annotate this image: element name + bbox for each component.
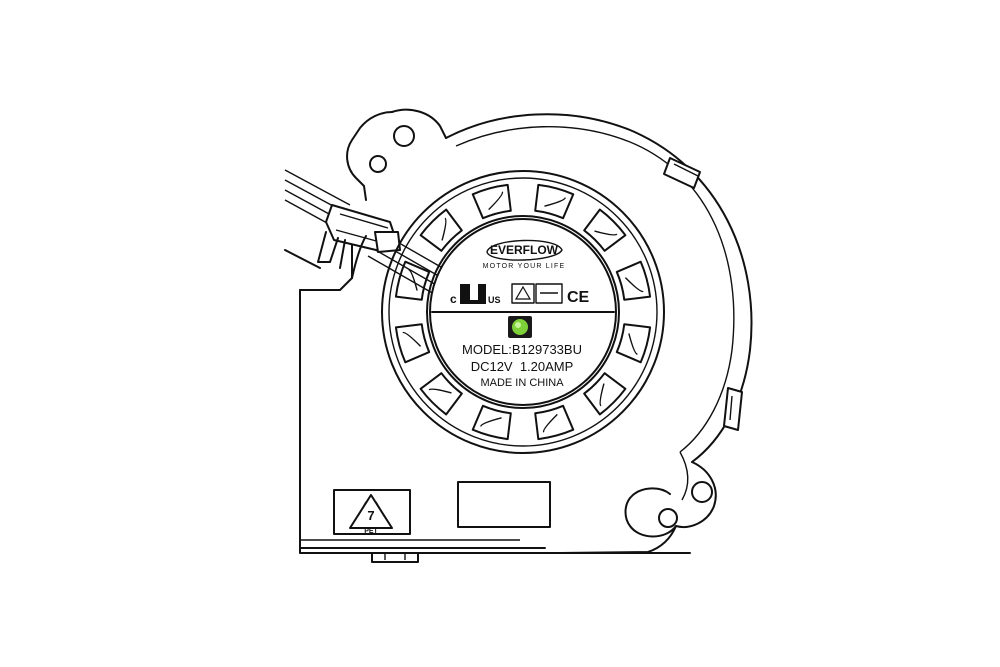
recycle-material: PET [364,528,378,535]
model-number: MODEL:B129733BU [462,342,582,357]
impeller-blade [599,383,605,407]
impeller-blade [480,417,502,427]
ce-mark: CE [567,289,590,306]
impeller-blade [628,333,638,355]
vent-slot [394,323,431,364]
ul-c-mark: c [450,292,457,306]
impeller-blade [441,217,447,241]
impeller-blade [428,388,452,394]
country-of-origin: MADE IN CHINA [480,377,564,389]
brand-tagline: MOTOR YOUR LIFE [483,263,566,270]
vent-slot [394,260,431,301]
vent-slot [471,183,512,220]
brand-name: EVERFLOW [490,243,559,257]
impeller-blade [624,277,644,293]
ul-mark-icon [460,284,486,304]
warning-triangle-icon [514,285,532,300]
motor-label: EVERFLOW MOTOR YOUR LIFE c US CE MODEL:B… [429,218,617,406]
vent-slot [534,404,575,441]
vent-slot [583,372,627,416]
power-rating: DC12V 1.20AMP [471,359,574,374]
vent-slot [615,323,652,364]
status-led [508,316,532,338]
ul-us-mark: US [488,295,501,305]
impeller-blade [408,269,418,291]
vent-slot [471,404,512,441]
impeller-blade [402,331,422,347]
vent-slot [419,372,463,416]
impeller-blade [594,230,618,236]
recycle-number: 7 [367,508,374,523]
vent-slot [615,260,652,301]
everflow-logo: EVERFLOW MOTOR YOUR LIFE [483,239,566,270]
vent-slot [419,208,463,252]
vent-slot [534,183,575,220]
recycling-symbol: 7 PET [333,489,411,535]
impeller-blade [544,197,566,207]
impeller-blade [488,191,504,211]
rotor-grille [381,170,665,454]
impeller-blade [542,413,558,433]
vent-slot [583,208,627,252]
blank-label-box [457,481,551,528]
scroll-housing [346,108,753,554]
certification-marks: c US CE [450,283,590,306]
